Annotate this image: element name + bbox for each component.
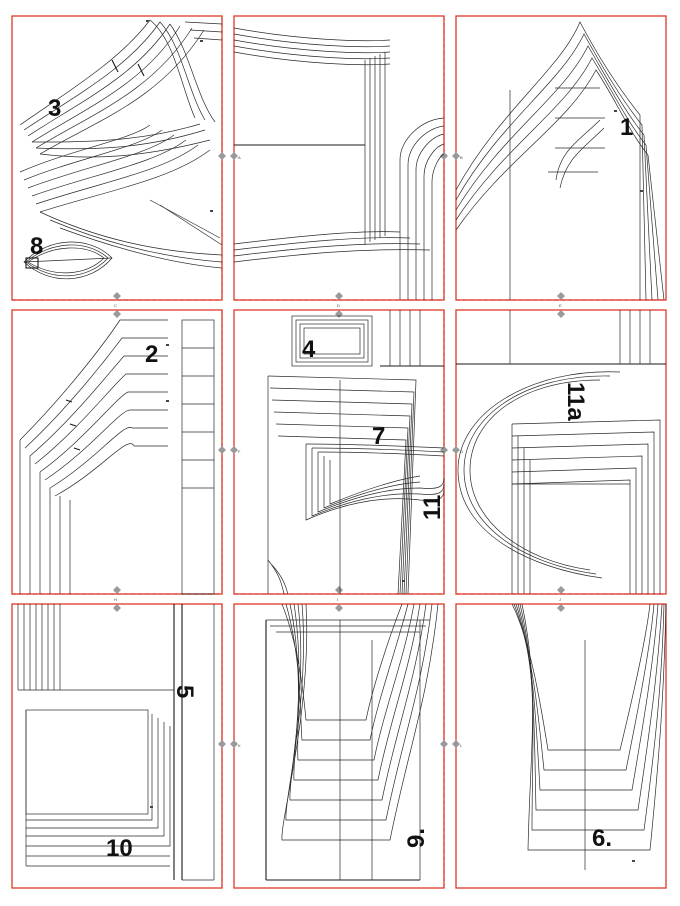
join-marker bbox=[230, 740, 238, 748]
join-marker bbox=[218, 740, 226, 748]
join-letter: G bbox=[460, 449, 463, 454]
piece-4-outlines bbox=[291, 310, 444, 367]
join-marker bbox=[440, 740, 448, 748]
join-marker bbox=[335, 604, 343, 612]
piece-label-11a: 11a bbox=[562, 382, 589, 421]
join-marker bbox=[113, 310, 121, 318]
join-marker bbox=[335, 292, 343, 300]
join-marker bbox=[230, 446, 238, 454]
piece-label-11: 11 bbox=[419, 495, 446, 520]
piece-sleeve-top bbox=[233, 27, 445, 300]
grading-notches bbox=[146, 20, 643, 862]
join-letter: K bbox=[238, 743, 241, 748]
join-marker bbox=[230, 152, 238, 160]
join-letter: I bbox=[337, 597, 338, 602]
join-letter: C bbox=[114, 303, 117, 308]
join-marker bbox=[452, 152, 460, 160]
join-marker bbox=[335, 586, 343, 594]
piece-label-2: 2 bbox=[145, 341, 158, 368]
tile-r3c3 bbox=[455, 603, 667, 889]
join-letter: D bbox=[337, 303, 340, 308]
piece-10-outlines bbox=[25, 709, 171, 867]
join-marker bbox=[113, 586, 121, 594]
piece-2-outlines bbox=[19, 319, 215, 595]
join-letter: A bbox=[238, 155, 241, 160]
piece-label-1: 1 bbox=[620, 114, 633, 141]
piece-6-outlines bbox=[511, 603, 667, 870]
join-marker bbox=[440, 446, 448, 454]
piece-11a-outlines bbox=[456, 310, 666, 594]
piece-label-3: 3 bbox=[48, 95, 61, 122]
join-marker bbox=[218, 446, 226, 454]
join-marker bbox=[557, 586, 565, 594]
join-letter: F bbox=[238, 449, 241, 454]
piece-label-8: 8 bbox=[30, 233, 43, 260]
tile-r2c1 bbox=[11, 309, 223, 595]
piece-5-outlines bbox=[17, 604, 215, 881]
join-letter: B bbox=[460, 155, 463, 160]
join-marker bbox=[218, 152, 226, 160]
join-marker bbox=[440, 152, 448, 160]
piece-label-6: 6. bbox=[592, 825, 612, 852]
piece-label-4: 4 bbox=[302, 336, 316, 363]
join-letter: L bbox=[460, 743, 463, 748]
tile-r1c3 bbox=[455, 15, 667, 301]
join-marker bbox=[452, 446, 460, 454]
piece-9-outlines bbox=[265, 603, 439, 881]
join-letter: H bbox=[114, 597, 117, 602]
join-marker bbox=[113, 604, 121, 612]
piece-label-9: 9. bbox=[403, 828, 430, 848]
join-letter: E bbox=[559, 303, 562, 308]
piece-label-10: 10 bbox=[106, 835, 133, 862]
join-marker bbox=[557, 292, 565, 300]
piece-label-5: 5 bbox=[171, 685, 198, 698]
piece-11-outlines bbox=[305, 443, 445, 521]
join-letter: J bbox=[559, 597, 561, 602]
join-marker bbox=[452, 740, 460, 748]
join-markers: A B C D E F G H I J K L bbox=[113, 152, 565, 748]
join-marker bbox=[113, 292, 121, 300]
piece-3-outlines bbox=[19, 19, 223, 269]
join-marker bbox=[557, 310, 565, 318]
tile-r1c1 bbox=[11, 15, 223, 301]
tile-r1c2 bbox=[233, 15, 445, 301]
piece-7-outlines bbox=[267, 375, 417, 595]
join-marker bbox=[557, 604, 565, 612]
piece-label-7: 7 bbox=[372, 423, 385, 450]
join-marker bbox=[335, 310, 343, 318]
tile-r2c3 bbox=[455, 309, 667, 595]
piece-8-outline bbox=[23, 241, 113, 280]
piece-1-outlines bbox=[455, 21, 665, 301]
